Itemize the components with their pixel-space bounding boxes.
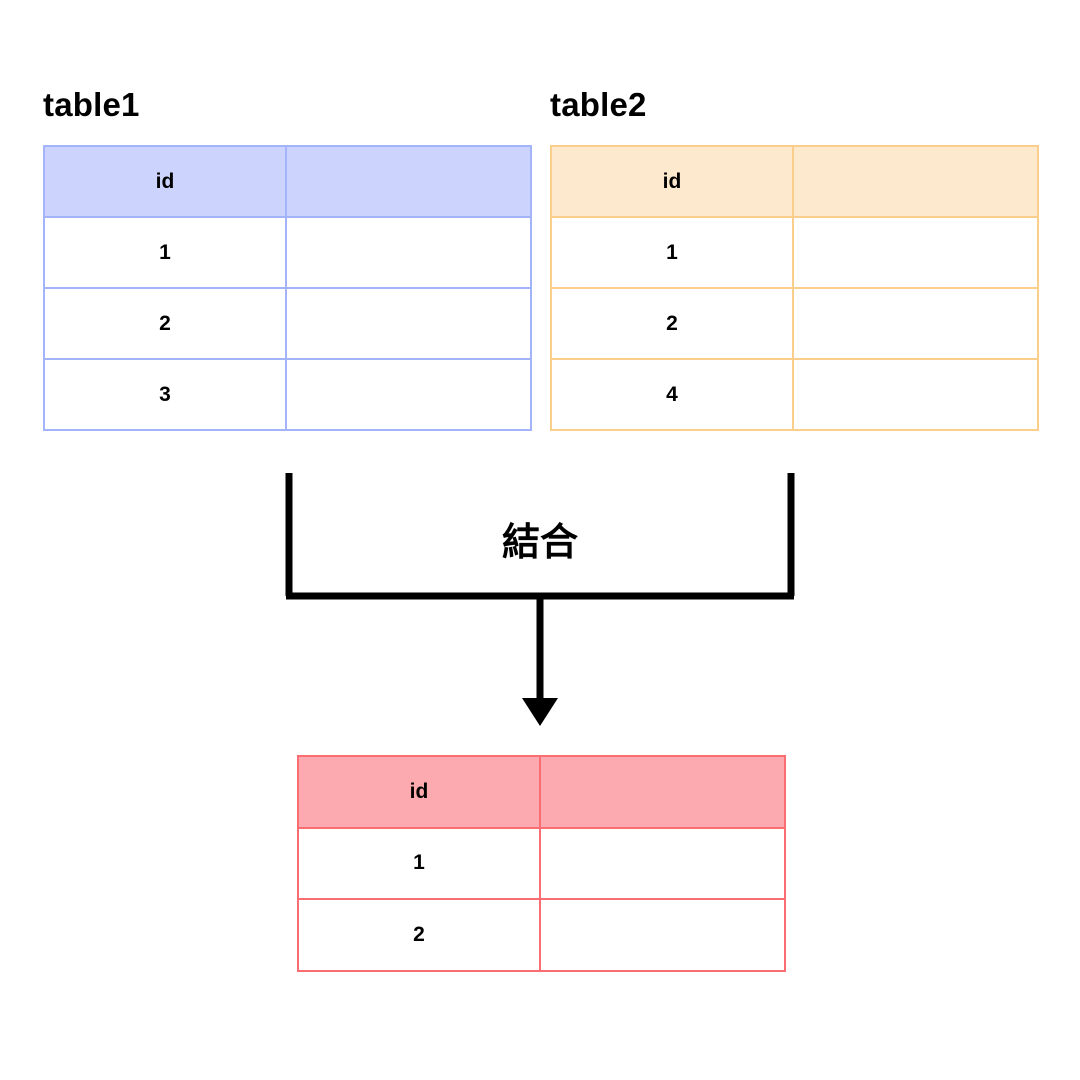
result-cell-id-1: 1 <box>297 826 541 901</box>
table-row: 3 <box>43 358 532 431</box>
table2-title: table2 <box>550 86 647 123</box>
table2-header-id: id <box>550 145 794 218</box>
table2: id 1 2 4 <box>550 145 1039 431</box>
table-row: 1 <box>550 216 1039 289</box>
result-table: id 1 2 <box>297 755 786 972</box>
table2-cell-blank-2 <box>792 287 1039 360</box>
table1-cell-blank-3 <box>285 358 532 431</box>
table2-header-blank <box>792 145 1039 218</box>
result-header-blank <box>539 755 786 829</box>
table-row: 2 <box>550 287 1039 360</box>
table1-cell-id-3: 3 <box>43 358 287 431</box>
table1-title: table1 <box>43 86 140 123</box>
table1-cell-blank-2 <box>285 287 532 360</box>
result-cell-id-2: 2 <box>297 898 541 972</box>
join-label: 結合 <box>501 522 578 564</box>
result-cell-blank-1 <box>539 826 786 901</box>
table-row: 2 <box>297 898 786 972</box>
table1-cell-blank-1 <box>285 216 532 289</box>
result-header-row: id <box>297 755 786 829</box>
table-row: 1 <box>43 216 532 289</box>
table2-header-row: id <box>550 145 1039 218</box>
table2-cell-id-2: 2 <box>550 287 794 360</box>
table-row: 2 <box>43 287 532 360</box>
table-row: 4 <box>550 358 1039 431</box>
table1-cell-id-1: 1 <box>43 216 287 289</box>
table1-header-id: id <box>43 145 287 218</box>
table1-header-blank <box>285 145 532 218</box>
table2-cell-id-4: 4 <box>550 358 794 431</box>
table-row: 1 <box>297 826 786 901</box>
table2-cell-blank-1 <box>792 216 1039 289</box>
result-header-id: id <box>297 755 541 829</box>
table2-cell-id-1: 1 <box>550 216 794 289</box>
result-cell-blank-2 <box>539 898 786 972</box>
table2-cell-blank-3 <box>792 358 1039 431</box>
table1-cell-id-2: 2 <box>43 287 287 360</box>
table1-header-row: id <box>43 145 532 218</box>
table1: id 1 2 3 <box>43 145 532 431</box>
